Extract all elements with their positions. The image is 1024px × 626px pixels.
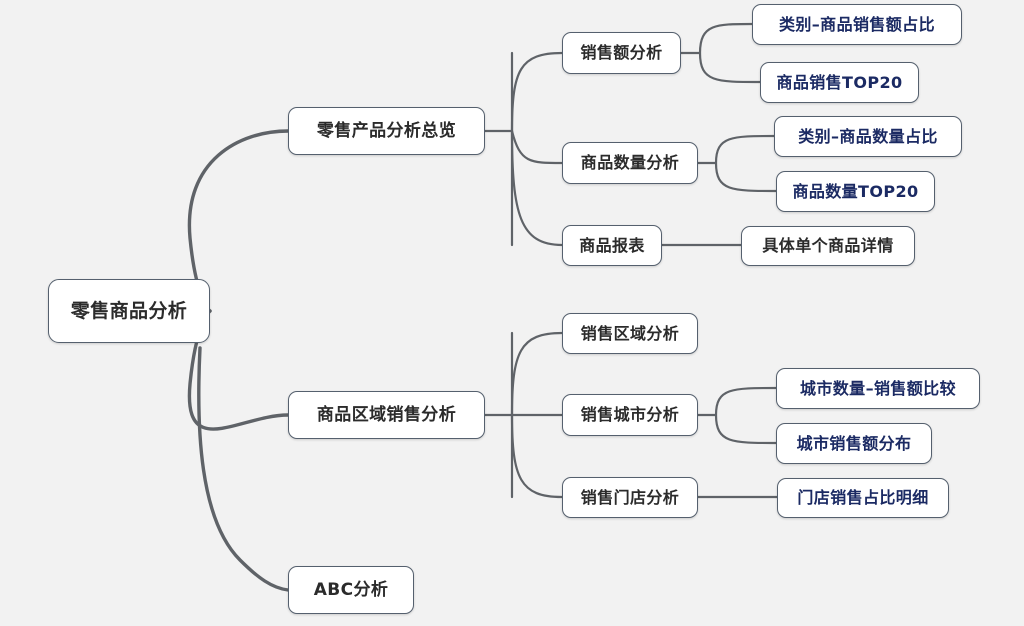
node-root-label: 零售商品分析	[70, 299, 188, 322]
node-product-quantity-top20[interactable]: 商品数量TOP20	[776, 171, 935, 212]
edge-qty-share	[714, 134, 776, 165]
edge-sales-amount-share	[698, 22, 754, 55]
edge-city-compare	[714, 386, 778, 417]
node-retail-product-overview[interactable]: 零售产品分析总览	[288, 107, 485, 155]
node-product-report-label: 商品报表	[579, 235, 645, 255]
node-sales-store-analysis-label: 销售门店分析	[580, 487, 680, 507]
node-sales-amount-analysis[interactable]: 销售额分析	[562, 32, 681, 74]
node-category-quantity-share-label: 类别–商品数量占比	[798, 126, 938, 146]
node-city-sales-amount-distribution-label: 城市销售额分布	[796, 433, 912, 453]
edge-region-store	[510, 413, 564, 499]
node-abc-analysis[interactable]: ABC分析	[288, 566, 414, 614]
node-product-quantity-top20-label: 商品数量TOP20	[792, 181, 919, 201]
node-single-product-detail-label: 具体单个商品详情	[762, 236, 894, 255]
node-sales-region-analysis[interactable]: 销售区域分析	[562, 313, 698, 354]
edge-overview-qty	[510, 129, 564, 165]
node-product-sales-top20-label: 商品销售TOP20	[776, 72, 903, 92]
node-city-count-vs-sales-amount[interactable]: 城市数量–销售额比较	[776, 368, 980, 409]
edge-root-abc	[197, 346, 290, 592]
edge-qty-top20	[714, 161, 778, 193]
node-city-sales-amount-distribution[interactable]: 城市销售额分布	[776, 423, 932, 464]
node-category-quantity-share[interactable]: 类别–商品数量占比	[774, 116, 962, 157]
node-abc-analysis-label: ABC分析	[313, 579, 389, 600]
node-product-sales-top20[interactable]: 商品销售TOP20	[760, 62, 919, 103]
node-sales-amount-analysis-label: 销售额分析	[580, 43, 663, 62]
node-city-count-vs-sales-amount-label: 城市数量–销售额比较	[799, 378, 956, 398]
edge-city-dist	[714, 413, 778, 445]
node-product-region-sales-analysis-label: 商品区域销售分析	[316, 404, 457, 425]
node-sales-city-analysis-label: 销售城市分析	[580, 405, 680, 424]
node-store-sales-share-detail-label: 门店销售占比明细	[797, 488, 929, 507]
node-sales-region-analysis-label: 销售区域分析	[580, 323, 680, 343]
node-product-quantity-analysis-label: 商品数量分析	[580, 153, 680, 172]
node-sales-city-analysis[interactable]: 销售城市分析	[562, 394, 698, 436]
node-category-sales-amount-share[interactable]: 类别–商品销售额占比	[752, 4, 962, 45]
node-store-sales-share-detail[interactable]: 门店销售占比明细	[777, 478, 949, 518]
node-category-sales-amount-share-label: 类别–商品销售额占比	[778, 14, 935, 34]
node-product-report[interactable]: 商品报表	[562, 225, 662, 266]
node-sales-store-analysis[interactable]: 销售门店分析	[562, 477, 698, 518]
node-single-product-detail[interactable]: 具体单个商品详情	[741, 226, 915, 266]
edge-overview-sales-amount	[510, 51, 564, 133]
node-retail-product-overview-label: 零售产品分析总览	[316, 120, 457, 141]
node-root[interactable]: 零售商品分析	[48, 279, 210, 343]
edge-overview-report	[510, 129, 564, 247]
node-product-quantity-analysis[interactable]: 商品数量分析	[562, 142, 698, 184]
node-product-region-sales-analysis[interactable]: 商品区域销售分析	[288, 391, 485, 439]
edge-sales-amount-top20	[698, 51, 762, 84]
edge-region-area	[510, 331, 564, 417]
